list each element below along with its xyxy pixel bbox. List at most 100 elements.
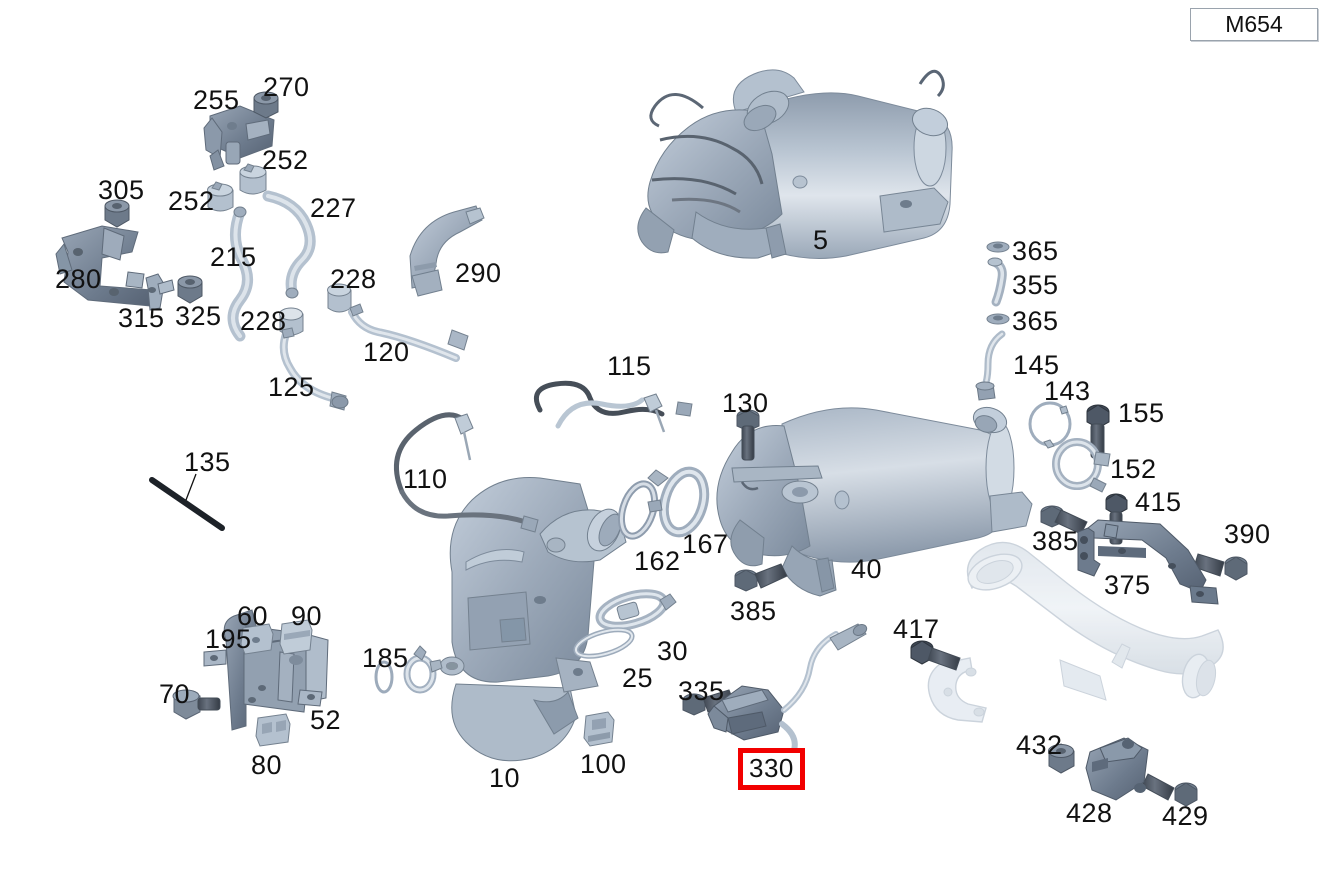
- part-label-70: 70: [159, 679, 191, 709]
- part-label-270: 270: [263, 72, 310, 102]
- part-30-clamp: [595, 589, 677, 631]
- part-25-gasket-ring: [573, 627, 635, 659]
- part-label-305: 305: [98, 175, 145, 205]
- part-label-10: 10: [489, 763, 521, 793]
- part-label-60: 60: [237, 601, 269, 631]
- part-label-385: 385: [1032, 526, 1079, 556]
- part-417-bolt: [910, 640, 961, 671]
- part-215-hose: [227, 206, 253, 342]
- part-label-30: 30: [657, 636, 689, 666]
- part-label-167: 167: [682, 529, 729, 559]
- part-5-dpf-assembly: [637, 69, 953, 259]
- part-365-seal-a: [986, 241, 1010, 253]
- part-365-seal-b: [986, 313, 1010, 325]
- part-label-125: 125: [268, 372, 315, 402]
- part-375-bracket: [1077, 519, 1219, 605]
- part-label-255: 255: [193, 85, 240, 115]
- part-428-bracket: [1085, 737, 1149, 801]
- part-270-nut: [253, 91, 279, 119]
- part-label-120: 120: [363, 337, 410, 367]
- diagram-title-chip: M654: [1190, 8, 1318, 41]
- part-label-185: 185: [362, 643, 409, 673]
- part-label-385: 385: [730, 596, 777, 626]
- part-110-sensor-cable: [393, 412, 539, 533]
- part-228-clamp-a: [327, 283, 352, 313]
- part-label-415: 415: [1135, 487, 1182, 517]
- part-label-335: 335: [678, 676, 725, 706]
- part-label-228: 228: [330, 264, 377, 294]
- part-390-bolt: [1193, 553, 1248, 581]
- part-70-bolt: [172, 689, 221, 720]
- part-label-417: 417: [893, 614, 940, 644]
- part-130-bolt: [736, 409, 760, 461]
- part-315-clip: [145, 273, 175, 311]
- part-label-429: 429: [1162, 801, 1209, 831]
- part-label-252: 252: [168, 186, 215, 216]
- part-label-162: 162: [634, 546, 681, 576]
- part-325-nut: [177, 275, 203, 304]
- part-label-52: 52: [310, 705, 342, 735]
- part-185-ring: [374, 660, 394, 694]
- part-280-bracket: [55, 225, 153, 307]
- part-label-152: 152: [1110, 454, 1157, 484]
- part-label-40: 40: [851, 554, 883, 584]
- part-label-115: 115: [607, 351, 652, 381]
- part-162-gasket-ring: [617, 480, 659, 540]
- part-152-clamp: [1052, 438, 1111, 493]
- part-label-432: 432: [1016, 730, 1063, 760]
- part-100-clip: [583, 711, 615, 747]
- part-label-155: 155: [1118, 398, 1165, 428]
- part-305-nut: [104, 199, 130, 228]
- part-label-227: 227: [310, 193, 357, 223]
- part-195-clamp: [403, 645, 443, 694]
- part-label-228: 228: [240, 306, 287, 336]
- part-label-5: 5: [813, 225, 829, 255]
- part-label-130: 130: [722, 388, 769, 418]
- part-167-v-band-clamp: [647, 466, 710, 538]
- part-252-clamp-b: [207, 181, 234, 212]
- part-label-390: 390: [1224, 519, 1271, 549]
- part-label-25: 25: [622, 663, 654, 693]
- part-label-highlighted-330[interactable]: 330: [738, 748, 805, 790]
- part-227-hose: [262, 190, 316, 299]
- part-255-valve-block: [203, 105, 275, 171]
- part-label-365: 365: [1012, 306, 1059, 336]
- part-label-195: 195: [205, 624, 252, 654]
- part-label-355: 355: [1012, 270, 1059, 300]
- part-125-line: [279, 327, 349, 411]
- part-10-catalytic-converter: [439, 476, 627, 762]
- part-label-80: 80: [251, 750, 283, 780]
- part-label-428: 428: [1066, 798, 1113, 828]
- part-80-pad: [255, 713, 291, 747]
- part-432-nut: [1048, 743, 1075, 774]
- part-label-110: 110: [403, 464, 448, 494]
- part-label-325: 325: [175, 301, 222, 331]
- part-60-pad: [240, 623, 274, 655]
- ghost-exhaust-pipe: [927, 541, 1224, 723]
- part-label-375: 375: [1104, 570, 1151, 600]
- part-label-143: 143: [1044, 376, 1091, 406]
- part-label-365: 365: [1012, 236, 1059, 266]
- part-115-sensor-cable: [534, 380, 693, 433]
- part-143-clamp-ring: [1028, 401, 1072, 449]
- part-label-100: 100: [580, 749, 627, 779]
- part-290-cover: [409, 205, 485, 297]
- part-label-315: 315: [118, 303, 165, 333]
- part-label-215: 215: [210, 242, 257, 272]
- part-90-pad: [279, 619, 313, 655]
- part-355-connector: [987, 257, 1007, 307]
- part-330-nox-sensor-assembly: [707, 623, 868, 771]
- part-label-90: 90: [291, 601, 323, 631]
- part-120-line: [348, 303, 469, 362]
- part-145-line: [975, 330, 1006, 401]
- part-40-scr-canister: [716, 406, 1033, 597]
- part-label-145: 145: [1013, 350, 1060, 380]
- part-385-bolt-b: [1040, 505, 1088, 535]
- part-label-290: 290: [455, 258, 502, 288]
- part-label-280: 280: [55, 264, 102, 294]
- part-335-bolt: [682, 689, 735, 716]
- part-135-wiring-line: [149, 473, 225, 531]
- part-252-clamp-a: [239, 163, 267, 195]
- part-label-135: 135: [184, 447, 231, 477]
